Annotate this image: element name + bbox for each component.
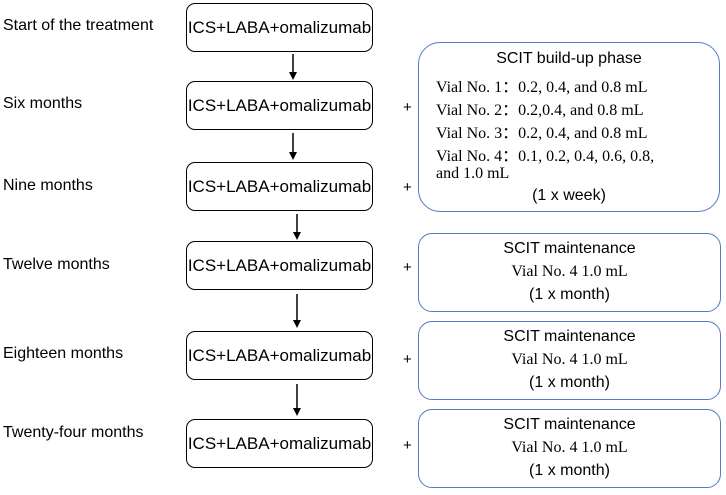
maintenance-title: SCIT maintenance: [503, 328, 636, 345]
buildup-vial-4: Vial No. 4：0.1, 0.2, 0.4, 0.6, 0.8,: [436, 148, 655, 165]
buildup-vial-1: Vial No. 1：0.2, 0.4, and 0.8 mL: [436, 79, 648, 96]
maintenance-title: SCIT maintenance: [503, 240, 636, 257]
treatment-box-nine-months: ICS+LABA+omalizumab: [186, 162, 373, 211]
time-label-twelve-months: Twelve months: [3, 256, 110, 273]
treatment-text: ICS+LABA+omalizumab: [187, 433, 372, 453]
maintenance-frequency: (1 x month): [529, 374, 610, 391]
time-label-nine-months: Nine months: [3, 177, 93, 194]
maintenance-dose: Vial No. 4 1.0 mL: [511, 263, 628, 280]
maintenance-title: SCIT maintenance: [503, 416, 636, 433]
plus-sign-twelve-months: +: [403, 259, 412, 276]
treatment-box-twelve-months: ICS+LABA+omalizumab: [186, 241, 373, 290]
buildup-vial-4-continued: and 1.0 mL: [436, 165, 510, 182]
plus-sign-nine-months: +: [403, 179, 412, 196]
time-label-twenty-four-months: Twenty-four months: [3, 424, 144, 441]
treatment-text: ICS+LABA+omalizumab: [187, 345, 372, 365]
treatment-text: ICS+LABA+omalizumab: [187, 17, 372, 37]
scit-maintenance-box-eighteen-months: SCIT maintenance Vial No. 4 1.0 mL (1 x …: [418, 321, 721, 400]
time-label-eighteen-months: Eighteen months: [3, 345, 124, 362]
treatment-box-eighteen-months: ICS+LABA+omalizumab: [186, 331, 373, 380]
buildup-frequency: (1 x week): [532, 187, 606, 204]
treatment-box-start: ICS+LABA+omalizumab: [186, 3, 373, 52]
buildup-vial-3: Vial No. 3：0.2, 0.4, and 0.8 mL: [436, 125, 648, 142]
treatment-box-twenty-four-months: ICS+LABA+omalizumab: [186, 419, 373, 468]
maintenance-frequency: (1 x month): [529, 462, 610, 479]
time-label-start: Start of the treatment: [3, 17, 154, 34]
maintenance-dose: Vial No. 4 1.0 mL: [511, 439, 628, 456]
plus-sign-twenty-four-months: +: [403, 437, 412, 454]
treatment-text: ICS+LABA+omalizumab: [187, 255, 372, 275]
maintenance-frequency: (1 x month): [529, 286, 610, 303]
buildup-title: SCIT build-up phase: [496, 50, 642, 67]
maintenance-dose: Vial No. 4 1.0 mL: [511, 351, 628, 368]
plus-sign-eighteen-months: +: [403, 351, 412, 368]
treatment-box-six-months: ICS+LABA+omalizumab: [186, 81, 373, 130]
treatment-text: ICS+LABA+omalizumab: [187, 95, 372, 115]
time-label-six-months: Six months: [3, 95, 83, 112]
scit-buildup-box: SCIT build-up phase Vial No. 1：0.2, 0.4,…: [418, 42, 720, 212]
scit-maintenance-box-twenty-four-months: SCIT maintenance Vial No. 4 1.0 mL (1 x …: [418, 409, 721, 488]
treatment-text: ICS+LABA+omalizumab: [187, 176, 372, 196]
plus-sign-six-months: +: [403, 99, 412, 116]
scit-maintenance-box-twelve-months: SCIT maintenance Vial No. 4 1.0 mL (1 x …: [418, 233, 721, 312]
buildup-vial-2: Vial No. 2：0.2,0.4, and 0.8 mL: [436, 102, 644, 119]
